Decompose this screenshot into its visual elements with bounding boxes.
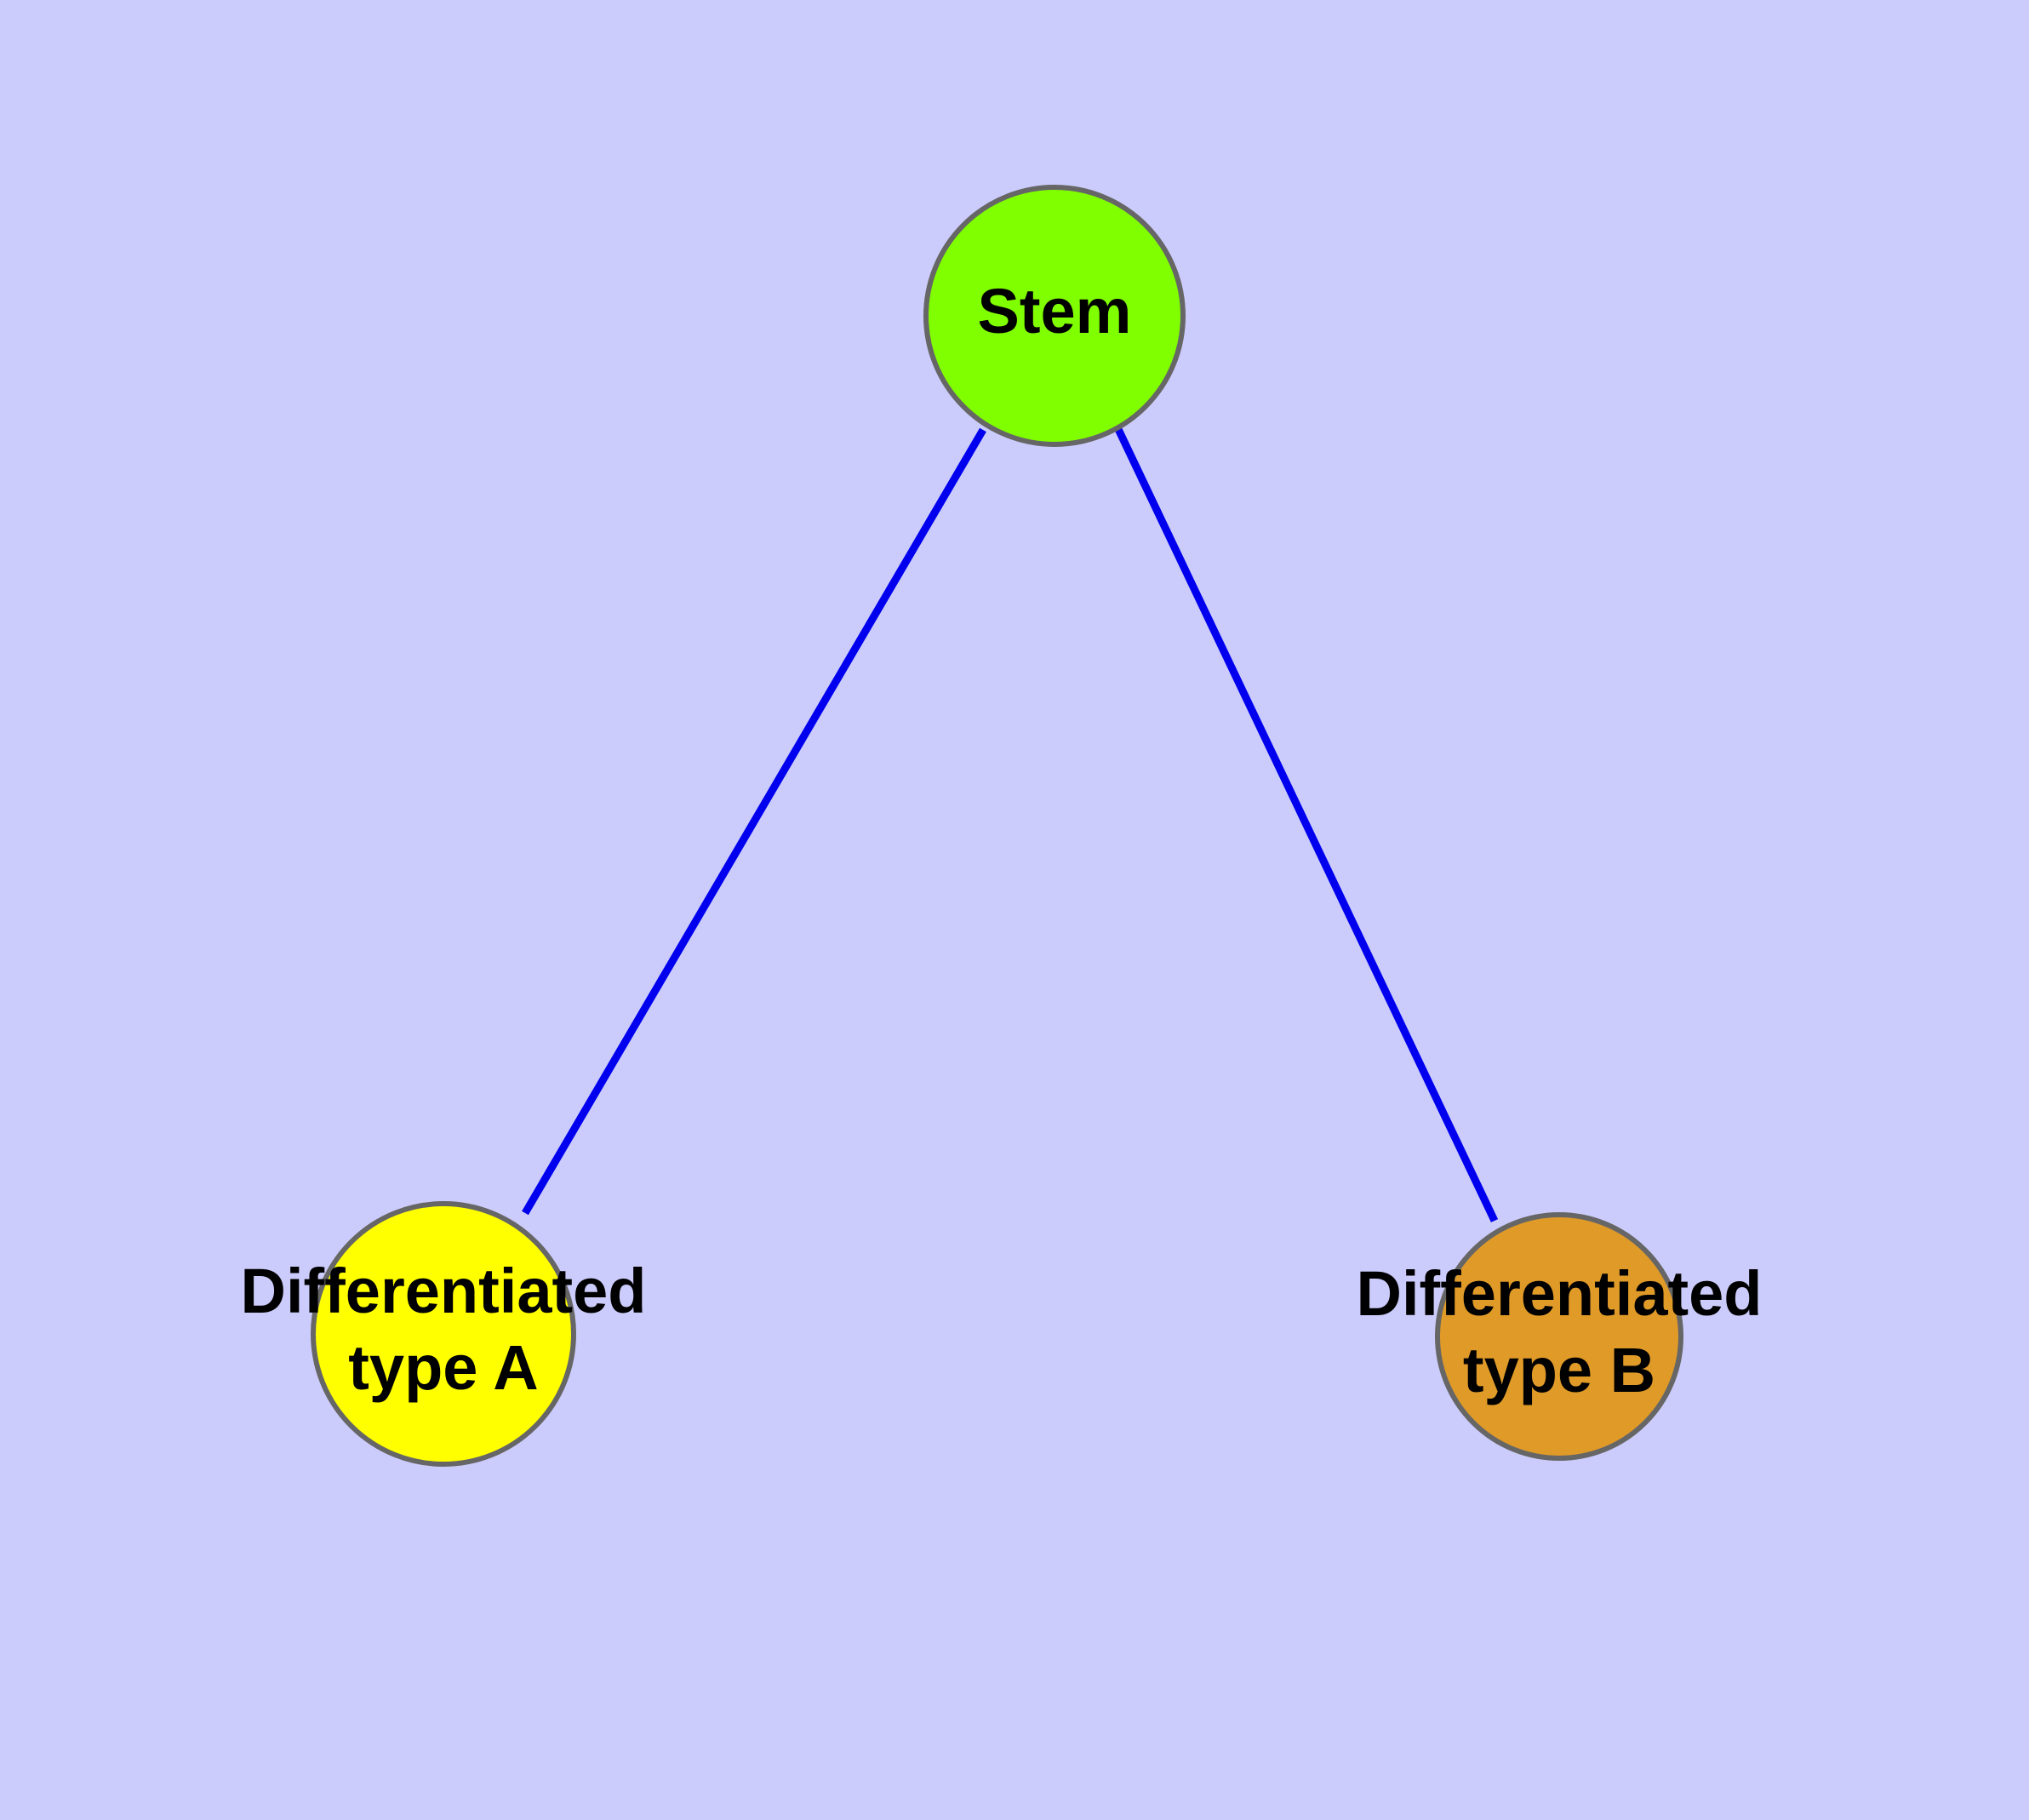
node-label-line: type B bbox=[1463, 1335, 1655, 1405]
node-diff-a[interactable] bbox=[311, 1201, 576, 1467]
node-label-line: Differentiated bbox=[1357, 1257, 1763, 1328]
node-label-line: type A bbox=[348, 1332, 538, 1403]
node-label-line: Differentiated bbox=[241, 1255, 647, 1325]
node-diff-b[interactable] bbox=[1435, 1212, 1683, 1461]
nodes-layer bbox=[311, 185, 1683, 1467]
edge-stem-to-b[interactable] bbox=[1112, 424, 1499, 1222]
node-stem[interactable] bbox=[923, 185, 1186, 447]
node-label-line: Stem bbox=[978, 276, 1132, 346]
edges-layer bbox=[522, 424, 1499, 1222]
node-label-stem: Stem bbox=[978, 276, 1132, 346]
edge-stem-to-a[interactable] bbox=[522, 427, 986, 1216]
